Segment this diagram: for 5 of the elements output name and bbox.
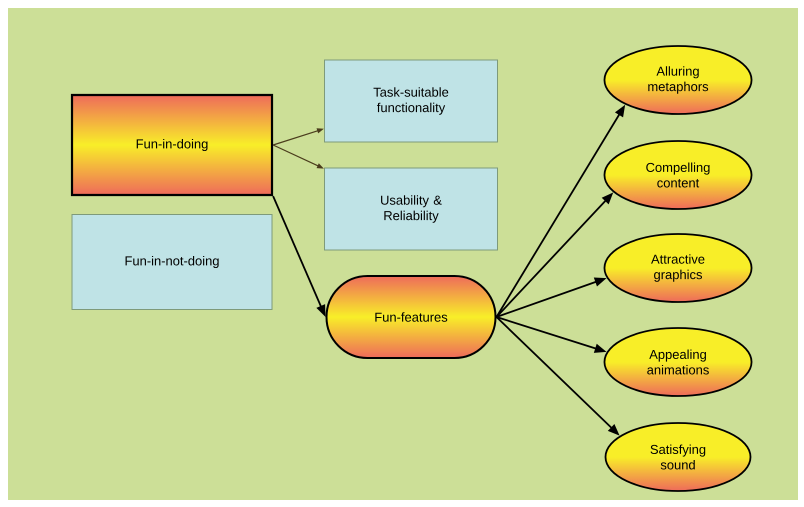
process-box: Fun-in-not-doing xyxy=(72,214,272,310)
process-box: Usability & Reliability xyxy=(324,168,498,250)
feature-pill: Fun-features xyxy=(326,275,496,359)
process-box: Fun-in-doing xyxy=(70,94,274,196)
process-box: Task-suitable functionality xyxy=(324,60,498,142)
